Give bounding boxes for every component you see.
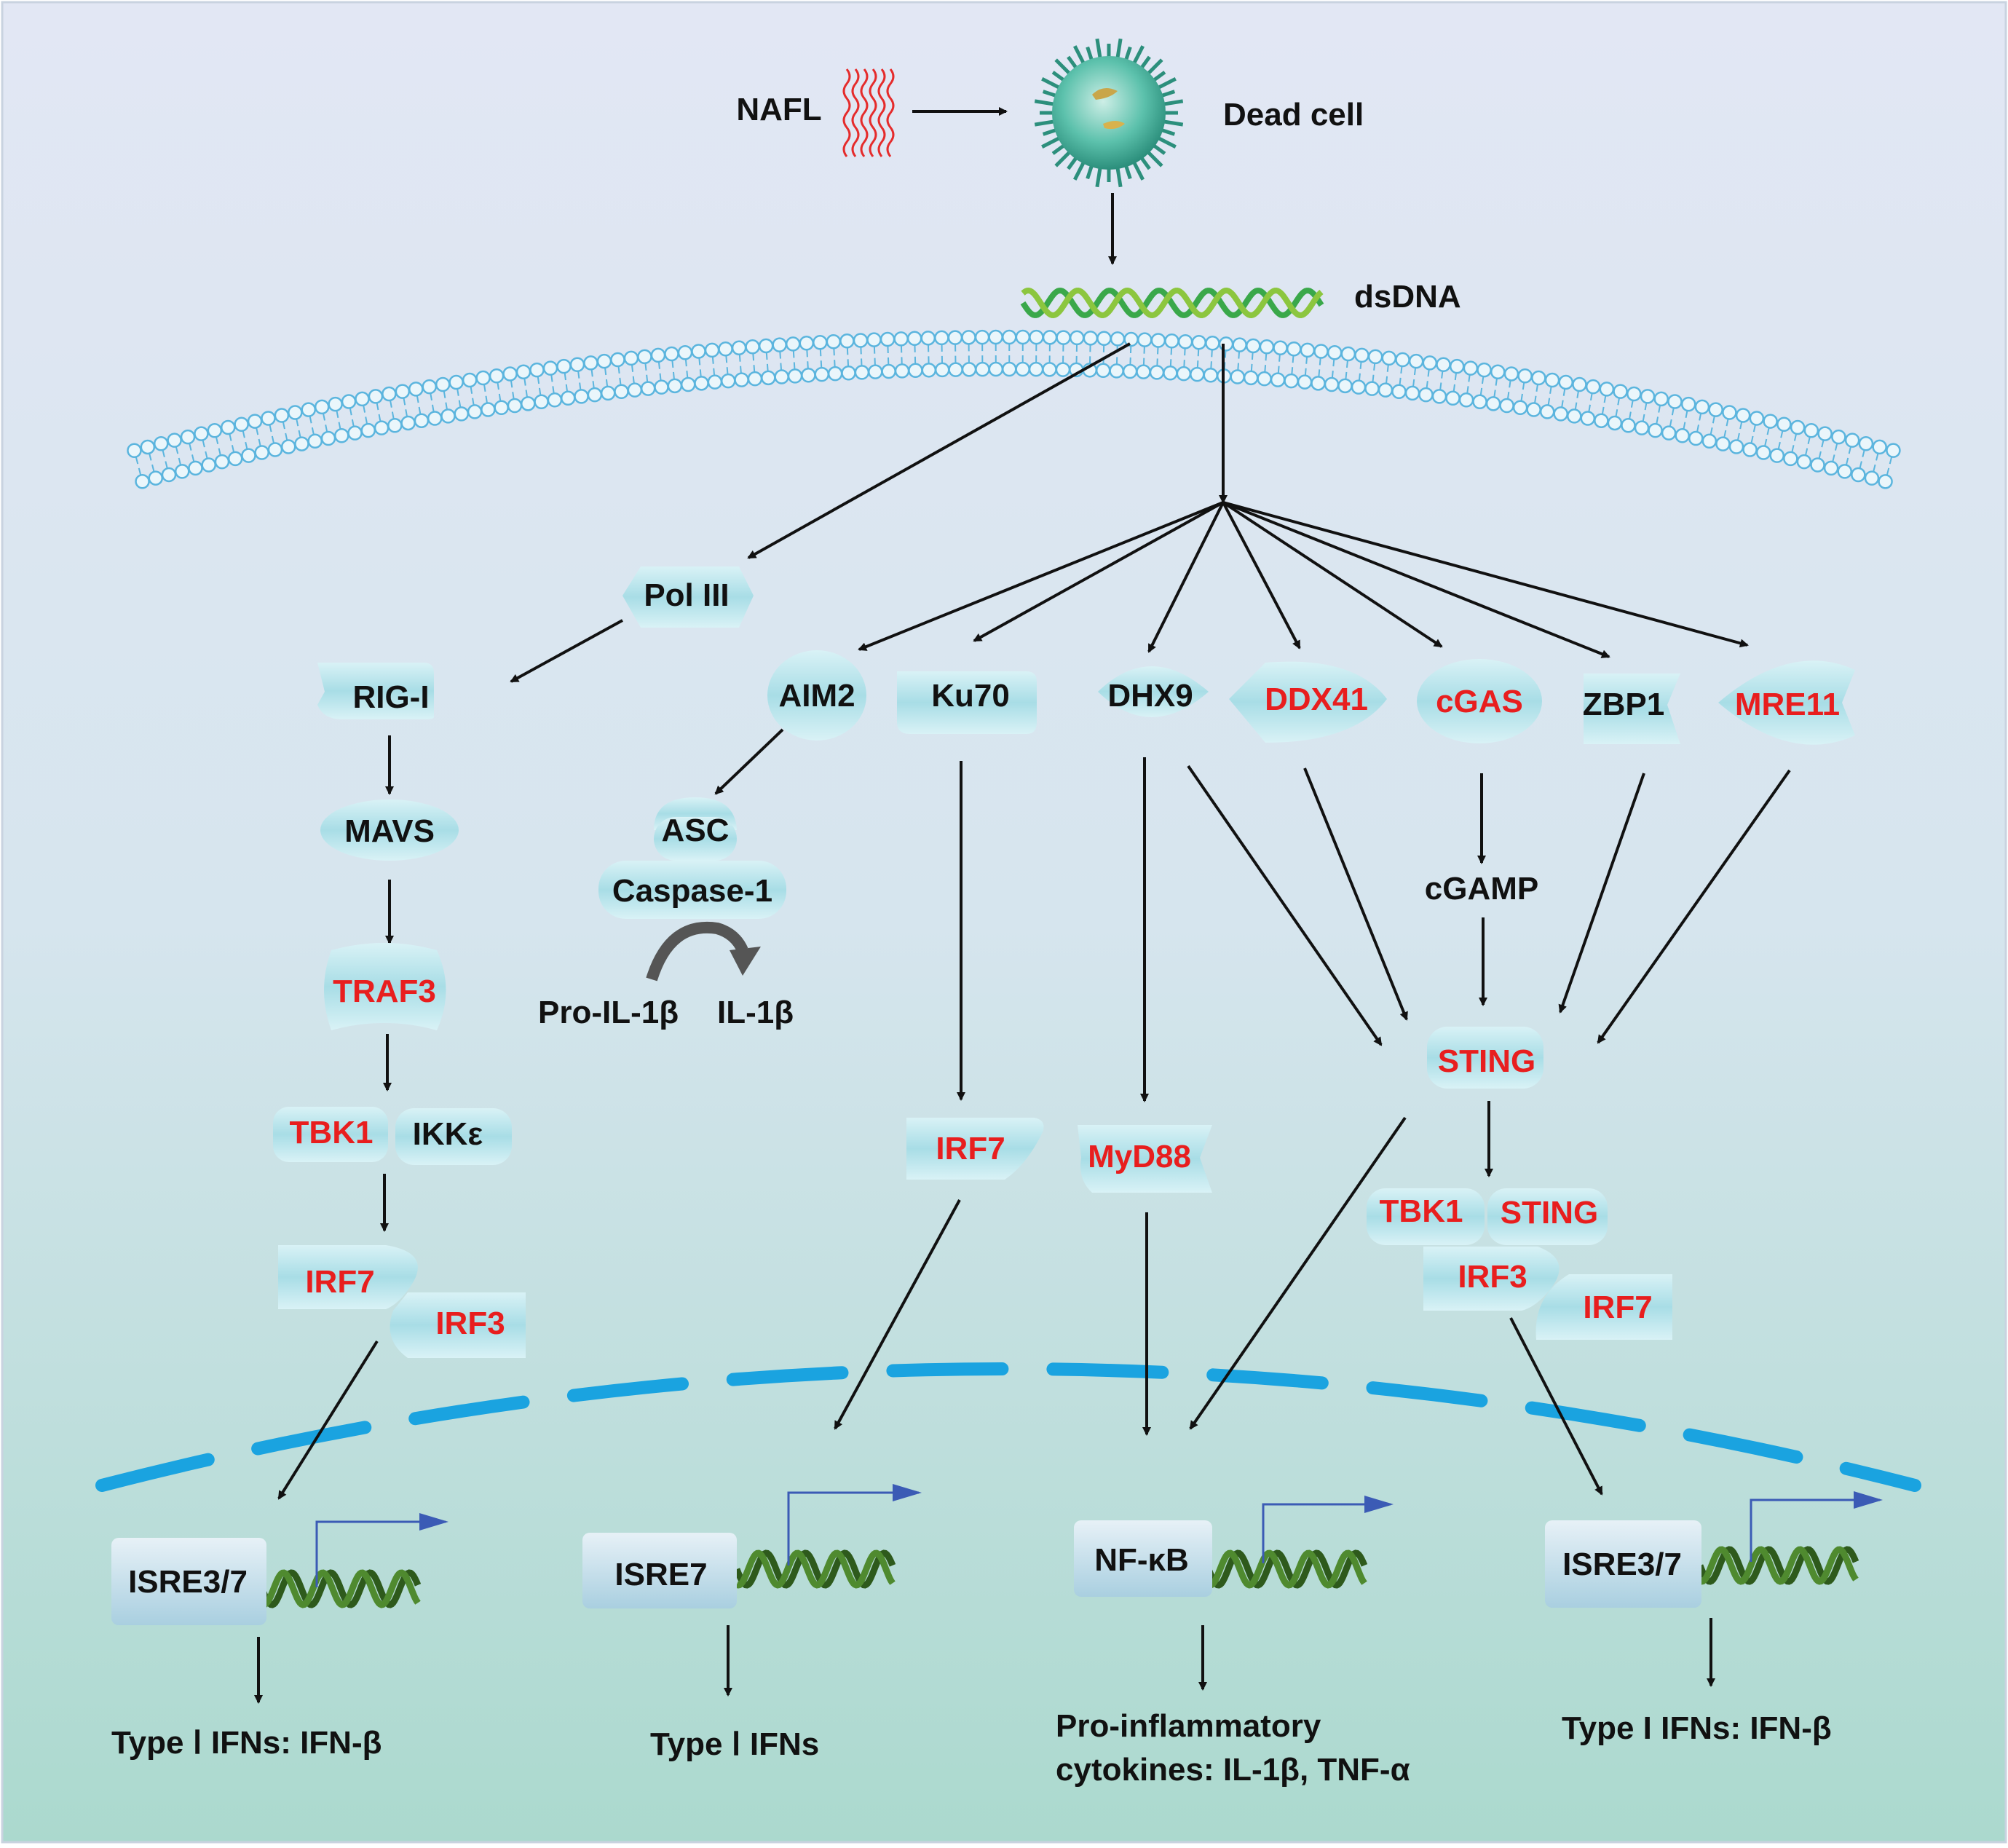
ikke-node: IKKε (395, 1108, 512, 1165)
aim2-label: AIM2 (778, 678, 855, 714)
cgas-node: cGAS (1417, 659, 1542, 743)
ku70-label: Ku70 (931, 678, 1010, 714)
caspase1-node: Caspase-1 (598, 861, 786, 919)
promoter-2-label: ISRE7 (614, 1557, 707, 1592)
zbp1-node: ZBP1 (1583, 674, 1680, 744)
pol3-label: Pol III (644, 577, 729, 613)
cgas-label: cGAS (1436, 684, 1523, 719)
sting2-label: STING (1501, 1195, 1598, 1231)
irf7-label-middle: IRF7 (936, 1131, 1005, 1166)
nafl-label: NAFL (736, 92, 821, 127)
output-3-line2: cytokines: IL-1β, TNF-α (1056, 1752, 1410, 1788)
tbk1-node-right: TBK1 (1367, 1188, 1485, 1245)
promoter-1-label: ISRE3/7 (128, 1564, 248, 1600)
irf7-label-right: IRF7 (1583, 1290, 1652, 1325)
irf7-node-right: IRF7 (1536, 1274, 1672, 1340)
irf3-node-right: IRF3 (1423, 1247, 1560, 1311)
sting-node: STING (1427, 1027, 1543, 1089)
rigi-node: RIG-I (317, 663, 434, 719)
aim2-node: AIM2 (767, 650, 866, 741)
dhx9-label: DHX9 (1107, 678, 1193, 714)
ddx41-label: DDX41 (1265, 682, 1368, 717)
irf3-label-right: IRF3 (1458, 1259, 1527, 1295)
zbp1-label: ZBP1 (1583, 687, 1664, 722)
output-1: Type Ⅰ IFNs: IFN-β (111, 1725, 382, 1761)
myd88-node: MyD88 (1078, 1125, 1212, 1193)
il1b-label: IL-1β (717, 995, 794, 1030)
dead-cell-label: Dead cell (1223, 97, 1364, 133)
tbk1-label-left: TBK1 (290, 1115, 373, 1150)
irf7-label-left: IRF7 (305, 1264, 374, 1300)
rigi-label: RIG-I (352, 679, 429, 715)
myd88-label: MyD88 (1088, 1139, 1191, 1174)
asc-label: ASC (662, 813, 730, 848)
pro-il1b-label: Pro-IL-1β (538, 995, 679, 1030)
ku70-node: Ku70 (897, 671, 1037, 734)
tbk1-label-right: TBK1 (1380, 1193, 1463, 1229)
irf3-label-left: IRF3 (435, 1306, 505, 1341)
pol3-node: Pol III (622, 566, 754, 628)
mre11-label: MRE11 (1735, 687, 1840, 722)
mavs-label: MAVS (344, 813, 435, 849)
sting-label: STING (1438, 1043, 1535, 1079)
output-3-line1: Pro-inflammatory (1056, 1708, 1321, 1744)
asc-node: ASC (654, 797, 737, 861)
sting2-node: STING (1487, 1188, 1608, 1245)
dead-cell-icon (1035, 39, 1182, 186)
dsdna-label: dsDNA (1354, 279, 1461, 315)
caspase1-label: Caspase-1 (612, 873, 772, 909)
ikke-label: IKKε (413, 1116, 483, 1152)
traf3-label: TRAF3 (333, 974, 436, 1009)
irf7-node-left: IRF7 (278, 1245, 418, 1309)
irf3-node-left: IRF3 (390, 1292, 526, 1358)
output-2: Type Ⅰ IFNs (650, 1726, 819, 1762)
mavs-node: MAVS (320, 799, 459, 861)
cgamp-label: cGAMP (1425, 871, 1538, 907)
output-4: Type I IFNs: IFN-β (1562, 1710, 1832, 1746)
tbk1-node-left: TBK1 (273, 1107, 388, 1162)
traf3-node: TRAF3 (324, 943, 446, 1030)
promoter-4-label: ISRE3/7 (1562, 1547, 1682, 1582)
promoter-3-label: NF-κB (1094, 1542, 1189, 1578)
